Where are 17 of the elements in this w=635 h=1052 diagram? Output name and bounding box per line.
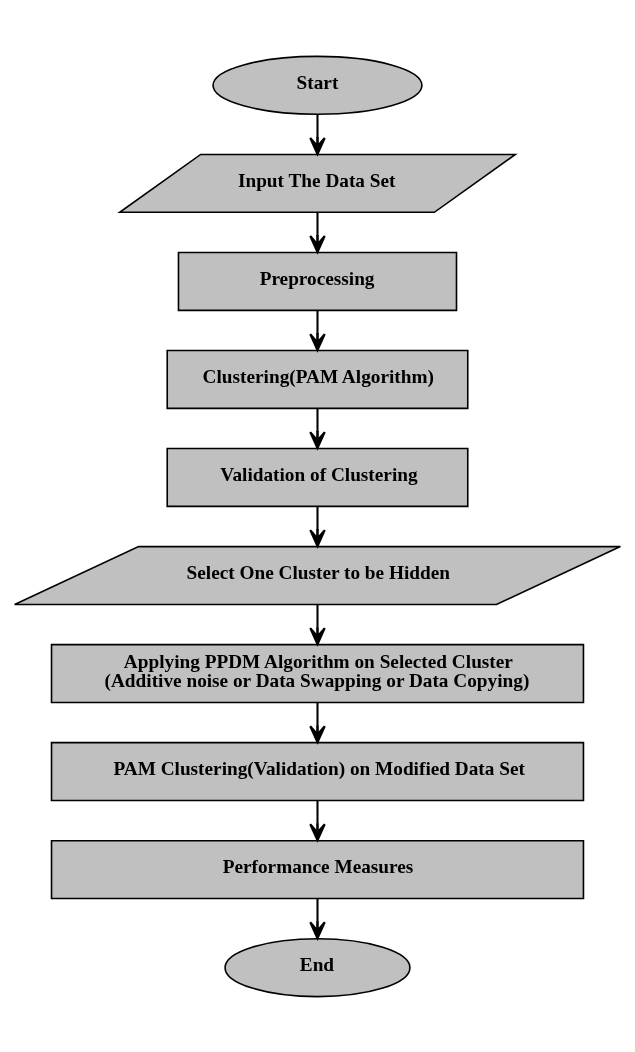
node-box: Validation of Clustering (166, 447, 469, 507)
node-ellipse: End (224, 937, 411, 997)
arrow (309, 800, 326, 841)
node-ellipse: Start (212, 55, 423, 115)
arrow (309, 309, 326, 351)
node-box: Clustering(PAM Algorithm) (166, 349, 469, 409)
arrow (309, 211, 326, 253)
arrow (309, 604, 326, 645)
node-box: Applying PPDM Algorithm on Selected Cluster (Additive noise or Data Swapping or Data Copying) (50, 643, 585, 703)
node-box: Performance Measures (50, 839, 585, 899)
arrow (309, 506, 326, 547)
node-box: Preprocessing (177, 251, 458, 311)
arrow (309, 408, 326, 449)
arrow (309, 898, 326, 939)
node-box: PAM Clustering(Validation) on Modified Data Set (50, 741, 585, 801)
arrow (309, 702, 326, 743)
arrow (309, 113, 326, 155)
